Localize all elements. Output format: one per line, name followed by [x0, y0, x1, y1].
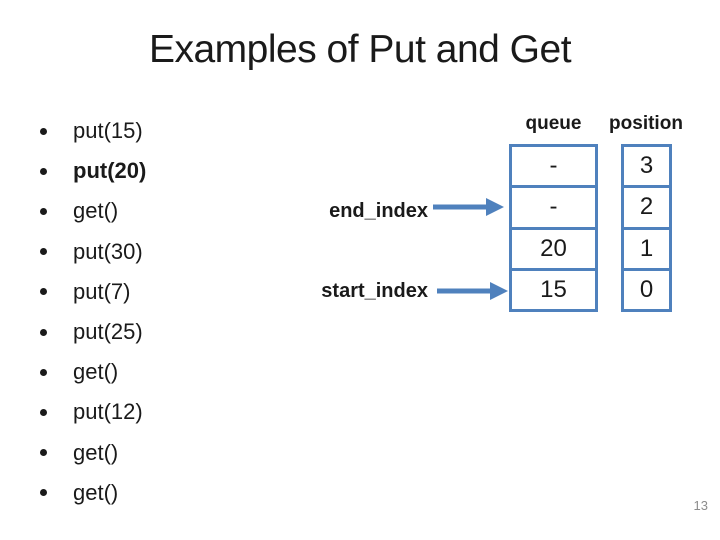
bullet-icon	[40, 328, 47, 336]
queue-cell: -	[549, 152, 558, 180]
end-index-arrow-icon	[433, 198, 504, 216]
operation-label: get()	[73, 439, 119, 465]
operation-label: put(12)	[73, 399, 143, 425]
bullet-icon	[40, 167, 47, 175]
list-item: put(30)	[40, 232, 146, 272]
operation-label: get()	[73, 198, 119, 224]
queue-cell: 15	[512, 267, 595, 309]
start-index-label: start_index	[321, 280, 428, 302]
operation-label: put(15)	[73, 118, 143, 144]
bullet-icon	[40, 127, 47, 135]
queue-cell: 20	[512, 226, 595, 268]
operation-label: put(7)	[73, 278, 131, 304]
page-number: 13	[693, 498, 708, 513]
list-item: get()	[40, 352, 146, 392]
position-cell: 3	[639, 152, 654, 180]
list-item: put(25)	[40, 312, 146, 352]
bullet-icon	[40, 288, 47, 296]
position-cell: 0	[624, 267, 669, 309]
queue-cell: -	[512, 185, 595, 226]
operation-label: get()	[73, 479, 119, 505]
position-cell: 1	[624, 226, 669, 268]
bullet-icon	[40, 408, 47, 416]
bullet-icon	[40, 207, 47, 215]
queue-header: queue	[525, 113, 582, 134]
list-item: get()	[40, 191, 146, 231]
operation-label: put(25)	[73, 319, 143, 345]
list-item: get()	[40, 433, 146, 473]
bullet-icon	[40, 489, 47, 497]
list-item: put(12)	[40, 392, 146, 432]
end-index-label: end_index	[329, 200, 428, 222]
list-item: put(7)	[40, 272, 146, 312]
bullet-icon	[40, 449, 47, 457]
operation-label: put(30)	[73, 238, 143, 264]
operation-label: get()	[73, 359, 119, 385]
operation-label: put(20)	[73, 158, 147, 184]
list-item: put(20)	[40, 151, 146, 191]
list-item: put(15)	[40, 111, 146, 151]
queue-table: - - 20 15	[509, 144, 598, 312]
position-header: position	[609, 113, 683, 134]
bullet-icon	[40, 248, 47, 256]
position-table: 3 2 1 0	[621, 144, 672, 312]
bullet-icon	[40, 368, 47, 376]
slide-title: Examples of Put and Get	[148, 28, 572, 71]
list-item: get()	[40, 473, 146, 513]
position-cell: 2	[624, 185, 669, 226]
operations-list: put(15) put(20) get() put(30) put(7) put…	[40, 111, 146, 513]
start-index-arrow-icon	[437, 282, 508, 300]
